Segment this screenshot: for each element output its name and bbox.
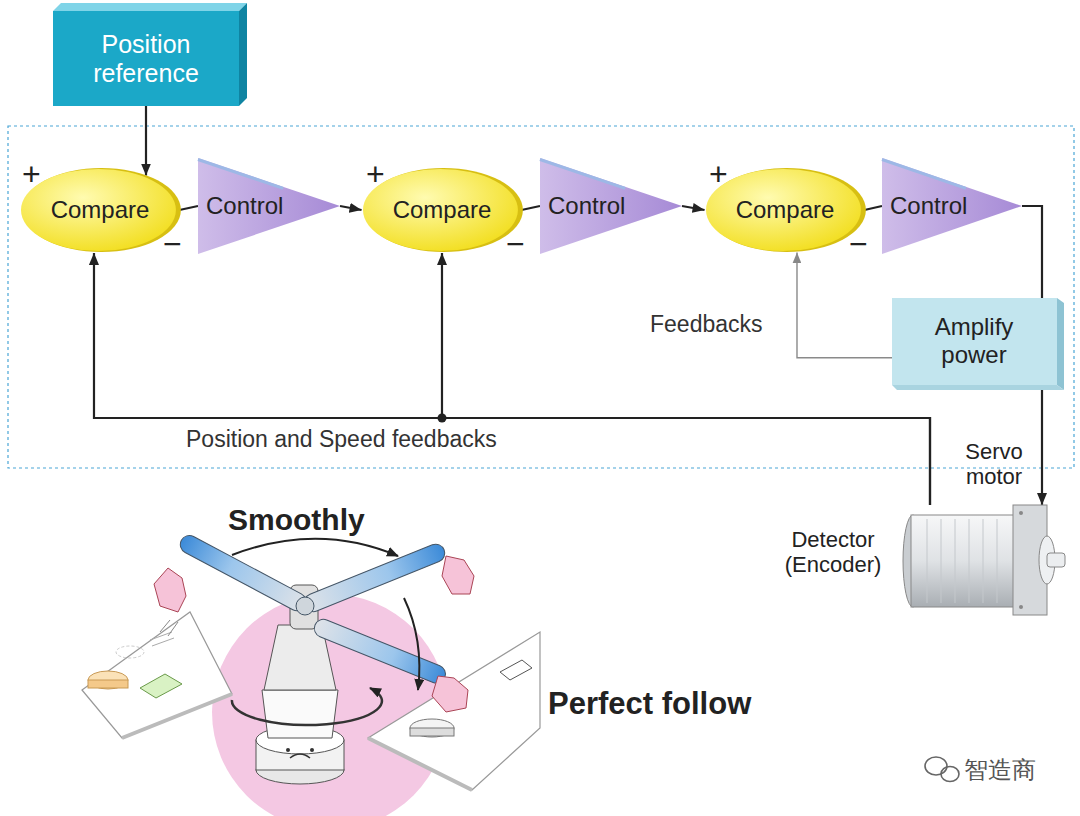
node-label: Control (548, 192, 625, 220)
feedback-line (797, 253, 892, 358)
signal-arrow (340, 206, 362, 210)
wechat-icon (925, 757, 959, 782)
node-label: Compare (393, 196, 492, 224)
node-label: Compare (51, 196, 150, 224)
servo-motor: Servo motorDetector (Encoder) (905, 505, 1065, 615)
compare-ellipse: Compare (20, 168, 181, 252)
signal-arrow (94, 253, 930, 505)
control-block: Control (540, 158, 682, 254)
junction-dot (437, 414, 446, 423)
sign-label: − (506, 226, 525, 263)
node-label: Compare (736, 196, 835, 224)
compare-ellipse: Compare (705, 168, 866, 252)
sign-label: − (163, 226, 182, 263)
signal-arrow (1022, 206, 1042, 298)
signal-arrow (145, 106, 147, 176)
control-region (8, 126, 1074, 468)
node-label: Control (890, 192, 967, 220)
robot-illustration (82, 532, 540, 816)
control-block: Control (882, 158, 1022, 254)
node-outline (905, 505, 1065, 615)
sign-label: + (366, 156, 385, 193)
signal-arrow (442, 253, 930, 505)
node-label: Amplify power (910, 313, 1038, 368)
compare-ellipse: Compare (362, 168, 523, 252)
signal-arrow (179, 206, 198, 210)
node-label: Control (206, 192, 283, 220)
process-box: Position reference (53, 3, 247, 106)
signal-arrow (864, 206, 882, 210)
sign-label: + (709, 156, 728, 193)
signal-arrow (521, 206, 540, 210)
process-box: Amplify power (892, 298, 1064, 390)
watermark: 智造商 (964, 754, 1036, 786)
signal-arrow (1041, 390, 1043, 505)
caption-label: Perfect follow (548, 686, 751, 722)
signal-arrow (682, 206, 705, 210)
edge-label: Feedbacks (650, 311, 763, 338)
part-label: Detector (Encoder) (769, 527, 897, 578)
sign-label: − (849, 226, 868, 263)
control-block: Control (198, 158, 340, 254)
sign-label: + (22, 156, 41, 193)
node-label: Position reference (67, 30, 225, 88)
edge-label: Position and Speed feedbacks (186, 426, 497, 453)
part-label: Servo motor (953, 439, 1035, 490)
caption-label: Smoothly (228, 503, 365, 537)
